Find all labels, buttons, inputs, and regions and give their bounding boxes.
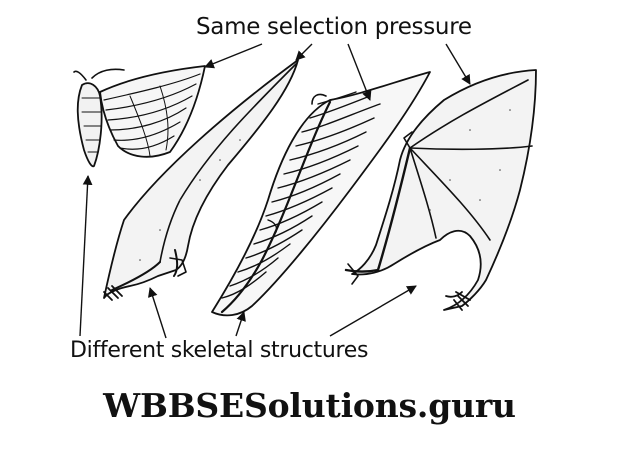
bat-wing-figure xyxy=(344,69,537,311)
arrow-to-pterosaur-hand xyxy=(148,287,167,339)
arrow-to-bird-bone xyxy=(235,311,246,337)
arrow-to-bat-arm xyxy=(329,285,417,337)
top-label: Same selection pressure xyxy=(196,14,472,40)
watermark-text: WBBSESolutions.guru xyxy=(103,386,516,425)
pterosaur-wing-figure xyxy=(103,59,299,301)
bottom-arrows xyxy=(79,175,417,339)
arrow-to-insect-body xyxy=(79,175,93,337)
arrow-to-bird-wing xyxy=(347,43,372,101)
arrow-to-bat-wing xyxy=(445,43,471,85)
arrow-to-pterosaur-wing xyxy=(295,43,313,61)
bottom-label: Different skeletal structures xyxy=(70,338,369,363)
insect-wing-figure xyxy=(73,65,206,168)
top-arrows xyxy=(204,43,471,101)
arrow-to-insect-wing xyxy=(204,43,263,69)
